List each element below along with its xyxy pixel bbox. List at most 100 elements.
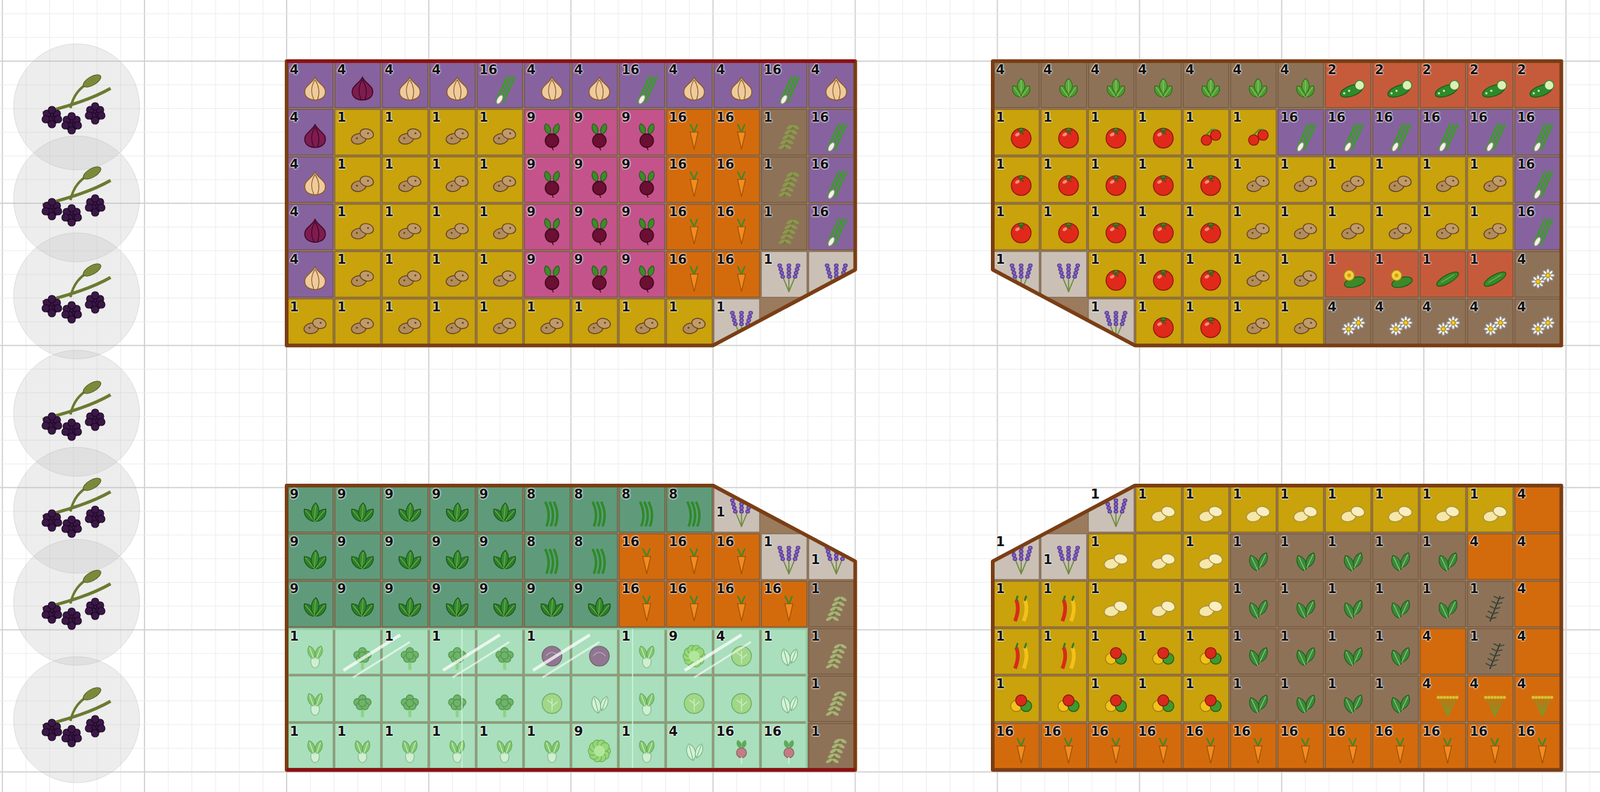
plant-icon <box>599 122 609 136</box>
plant-icon <box>397 174 422 193</box>
plant-icon <box>739 506 744 510</box>
plant-cell <box>1230 156 1277 203</box>
plant-icon <box>783 129 792 136</box>
plant-icon <box>834 271 839 275</box>
plant-icon <box>690 316 707 330</box>
plant-icon <box>1403 320 1408 325</box>
plant-cell <box>1183 204 1229 251</box>
plant-icon <box>635 316 660 335</box>
plant-icon <box>1058 128 1079 149</box>
plant-icon <box>732 318 737 322</box>
plant-icon <box>1343 269 1367 290</box>
plant-icon <box>538 597 566 619</box>
plant-icon <box>1058 127 1079 149</box>
plant-icon <box>599 217 609 230</box>
plant-icon <box>782 559 789 574</box>
plant-icon <box>1115 80 1117 94</box>
plant-icon <box>445 222 470 241</box>
plant-icon <box>355 137 358 139</box>
plant-icon <box>590 169 609 198</box>
plant-icon <box>731 77 752 101</box>
plant-icon <box>741 79 746 100</box>
plant-icon <box>783 238 792 245</box>
plant-icon <box>350 269 375 288</box>
plant-icon <box>1109 274 1116 280</box>
blackberry-plant <box>61 428 70 436</box>
plant-icon <box>1200 223 1221 243</box>
plant-icon <box>643 596 647 604</box>
plant-icon <box>1257 80 1259 94</box>
plant-icon <box>395 549 424 571</box>
plant-icon <box>315 174 319 194</box>
plant-icon <box>543 217 553 230</box>
blackberry-plant <box>48 198 56 206</box>
plant-cell <box>287 486 855 770</box>
plant-icon <box>1105 315 1110 319</box>
plant-icon <box>1404 179 1407 182</box>
plant-icon <box>739 311 744 315</box>
plant-icon <box>1210 80 1211 94</box>
plant-icon <box>1338 80 1365 100</box>
plant-cell <box>334 109 381 156</box>
plant-icon <box>304 171 325 195</box>
plant-cell <box>476 109 523 156</box>
plant-icon <box>1433 80 1460 100</box>
plant-icon <box>1438 124 1458 153</box>
plant-cell <box>1136 62 1182 109</box>
plant-icon <box>599 289 601 293</box>
plant-icon <box>1493 124 1505 150</box>
plant-icon <box>638 122 657 151</box>
plant-icon <box>450 137 453 139</box>
plant-icon <box>414 132 417 135</box>
grid-lines <box>0 13 1600 15</box>
plant-icon <box>1438 141 1448 153</box>
plant-icon <box>1076 263 1080 267</box>
plant-icon <box>1113 315 1118 319</box>
plant-icon <box>592 501 605 527</box>
blackberry-plant <box>67 112 76 120</box>
plant-icon <box>358 549 367 568</box>
blackberry-plant <box>61 617 70 625</box>
plant-icon <box>1435 269 1461 290</box>
plant-icon <box>783 190 792 198</box>
plant-cell <box>524 581 571 628</box>
plant-icon <box>836 79 841 100</box>
plant-icon <box>361 552 363 568</box>
plant-icon <box>406 127 422 141</box>
plant-icon <box>1402 80 1412 90</box>
plant-icon <box>1535 279 1541 284</box>
plant-icon <box>783 223 792 230</box>
plant-icon <box>788 228 797 235</box>
blackberry-plant <box>67 418 76 427</box>
blackberry-plant <box>74 121 82 130</box>
plant-icon <box>551 217 561 230</box>
plant-icon <box>694 124 698 133</box>
plant-icon <box>599 265 609 278</box>
plant-cell <box>761 109 808 156</box>
plant-icon <box>301 502 329 524</box>
plant-icon <box>592 134 607 148</box>
plant-icon <box>594 597 604 616</box>
plant-icon <box>1065 78 1073 94</box>
plant-icon <box>830 648 839 655</box>
plant-icon <box>1019 271 1024 275</box>
plant-cell <box>476 251 523 298</box>
plant-icon <box>1310 321 1313 324</box>
plant-cell <box>808 109 855 156</box>
plant-icon <box>452 597 462 616</box>
blackberry-plant <box>48 523 56 532</box>
grid-lines <box>0 392 1600 393</box>
plant-icon <box>509 321 511 324</box>
plant-cell <box>429 486 476 533</box>
plant-icon <box>1066 271 1071 275</box>
blackberry-plant <box>13 232 140 359</box>
plant-icon <box>737 266 746 292</box>
plant-cell <box>1514 62 1561 109</box>
plant-icon <box>735 511 742 527</box>
plant-icon <box>462 321 464 324</box>
grid-lines <box>1565 0 1567 792</box>
plant-icon <box>1444 222 1460 236</box>
plant-cell <box>287 204 334 251</box>
blackberry-plant <box>67 530 76 538</box>
plant-icon <box>456 504 458 521</box>
